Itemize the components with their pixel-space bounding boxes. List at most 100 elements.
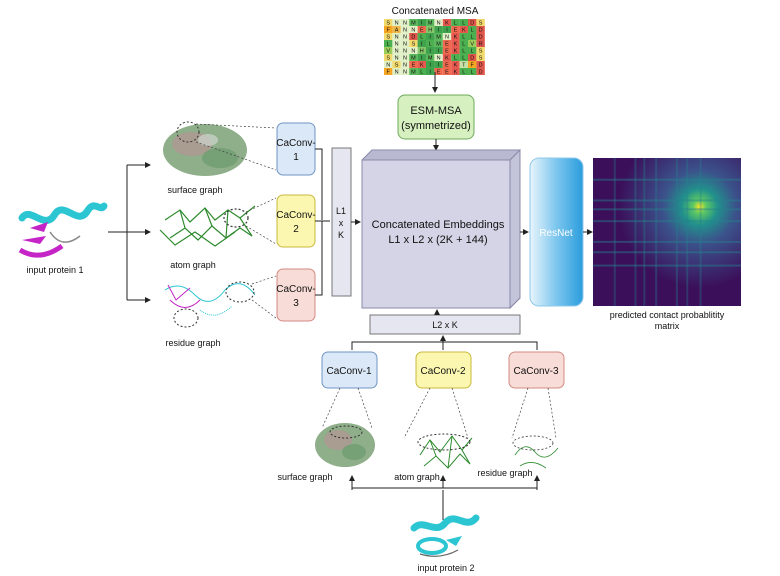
msa-cell — [451, 54, 460, 61]
msa-cell — [451, 47, 460, 54]
msa-residue: L — [462, 70, 465, 76]
msa-cell — [409, 61, 418, 68]
msa-cell — [434, 54, 443, 61]
msa-cell — [409, 47, 418, 54]
msa-residue: L — [471, 28, 474, 34]
msa-cell — [426, 26, 435, 33]
surface-graph-2-caption: surface graph — [277, 472, 332, 482]
msa-cell — [451, 33, 460, 40]
msa-cell — [459, 33, 468, 40]
msa-cell — [400, 54, 410, 61]
msa-residue: I — [429, 70, 431, 76]
msa-residue: D — [470, 56, 474, 62]
msa-cell — [417, 47, 426, 54]
protein-1-icon — [18, 202, 108, 258]
residue-graph-2-caption: residue graph — [477, 468, 532, 478]
msa-residue: R — [479, 42, 483, 48]
msa-cell — [426, 47, 435, 54]
msa-cell — [459, 61, 468, 68]
msa-residue: N — [437, 21, 441, 27]
matrix-stripe — [593, 251, 741, 254]
msa-cell — [392, 61, 401, 68]
msa-residue: D — [470, 21, 474, 27]
caconv-2-bottom: CaConv-2 — [415, 351, 472, 389]
l2-k-stack — [369, 314, 521, 335]
matrix-stripe — [593, 220, 741, 223]
caconv-3-bottom: CaConv-3 — [508, 351, 565, 389]
esm-msa-label: ESM-MSA — [410, 105, 462, 117]
msa-residue: L — [462, 42, 465, 48]
protein-1-branch — [108, 162, 151, 303]
matrix-caption-line2: matrix — [655, 321, 680, 331]
msa-residue: N — [395, 35, 399, 41]
protein-2-branch — [349, 475, 540, 520]
msa-cell — [442, 61, 452, 68]
msa-cell — [459, 26, 468, 33]
protein-2-icon — [410, 514, 480, 557]
msa-cell — [459, 40, 468, 47]
svg-text:CaConv-1: CaConv-1 — [326, 366, 371, 377]
msa-residue: I — [421, 42, 423, 48]
msa-cell — [400, 26, 410, 33]
concatenated-embeddings-dims: L1 x L2 x (2K + 144) — [388, 234, 487, 246]
msa-residue: D — [479, 28, 483, 34]
msa-residue: S — [395, 63, 399, 69]
msa-residue: N — [403, 35, 407, 41]
msa-cell — [417, 54, 426, 61]
msa-residue: E — [454, 28, 458, 34]
msa-residue: N — [411, 49, 415, 55]
msa-cell — [442, 33, 452, 40]
matrix-stripe — [655, 158, 658, 306]
msa-residue: E — [445, 63, 449, 69]
msa-cell — [468, 26, 477, 33]
msa-residue: K — [454, 42, 458, 48]
svg-text:CaConv-: CaConv- — [276, 210, 315, 221]
l2-k-label: L2 x K — [432, 320, 458, 330]
input-protein-2-label: input protein 2 — [417, 563, 474, 573]
esm-msa-box — [397, 94, 475, 140]
matrix-stripe — [675, 158, 678, 306]
msa-cell — [417, 26, 426, 33]
svg-text:CaConv-2: CaConv-2 — [420, 366, 465, 377]
msa-cell — [400, 19, 410, 26]
msa-cell — [417, 33, 426, 40]
msa-residue: I — [438, 49, 440, 55]
msa-residue: L — [462, 56, 465, 62]
msa-cell — [426, 40, 435, 47]
msa-cell — [434, 47, 443, 54]
msa-residue: N — [386, 63, 390, 69]
msa-residue: K — [462, 28, 466, 34]
contact-probability-matrix — [593, 158, 741, 306]
msa-residue: K — [454, 63, 458, 69]
msa-cell — [468, 47, 477, 54]
msa-cell — [384, 26, 393, 33]
msa-cell — [442, 47, 452, 54]
msa-residue: M — [411, 21, 416, 27]
msa-residue: T — [462, 63, 466, 69]
msa-residue: N — [395, 49, 399, 55]
msa-cell — [409, 54, 418, 61]
msa-cell — [434, 68, 443, 75]
msa-cell — [384, 61, 393, 68]
matrix-stripe — [593, 240, 741, 243]
msa-residue: L — [471, 35, 474, 41]
msa-residue: V — [470, 42, 474, 48]
msa-cell — [409, 26, 418, 33]
msa-residue: A — [395, 28, 399, 34]
msa-cell — [434, 61, 443, 68]
msa-cell — [426, 33, 435, 40]
caconv-3-left: CaConv- 3 — [276, 268, 316, 322]
msa-cell — [451, 40, 460, 47]
residue-graph-1 — [164, 281, 256, 328]
atom-graph-1-caption: atom graph — [170, 260, 216, 270]
msa-residue: L — [387, 42, 390, 48]
msa-residue: E — [437, 70, 441, 76]
msa-cell — [476, 61, 485, 68]
msa-residue: N — [411, 28, 415, 34]
msa-cell — [468, 33, 477, 40]
esm-msa-sublabel: (symmetrized) — [401, 120, 471, 132]
msa-residue: K — [454, 35, 458, 41]
msa-residue: L — [462, 21, 465, 27]
l1-k-label-l1: L1 — [336, 206, 346, 216]
